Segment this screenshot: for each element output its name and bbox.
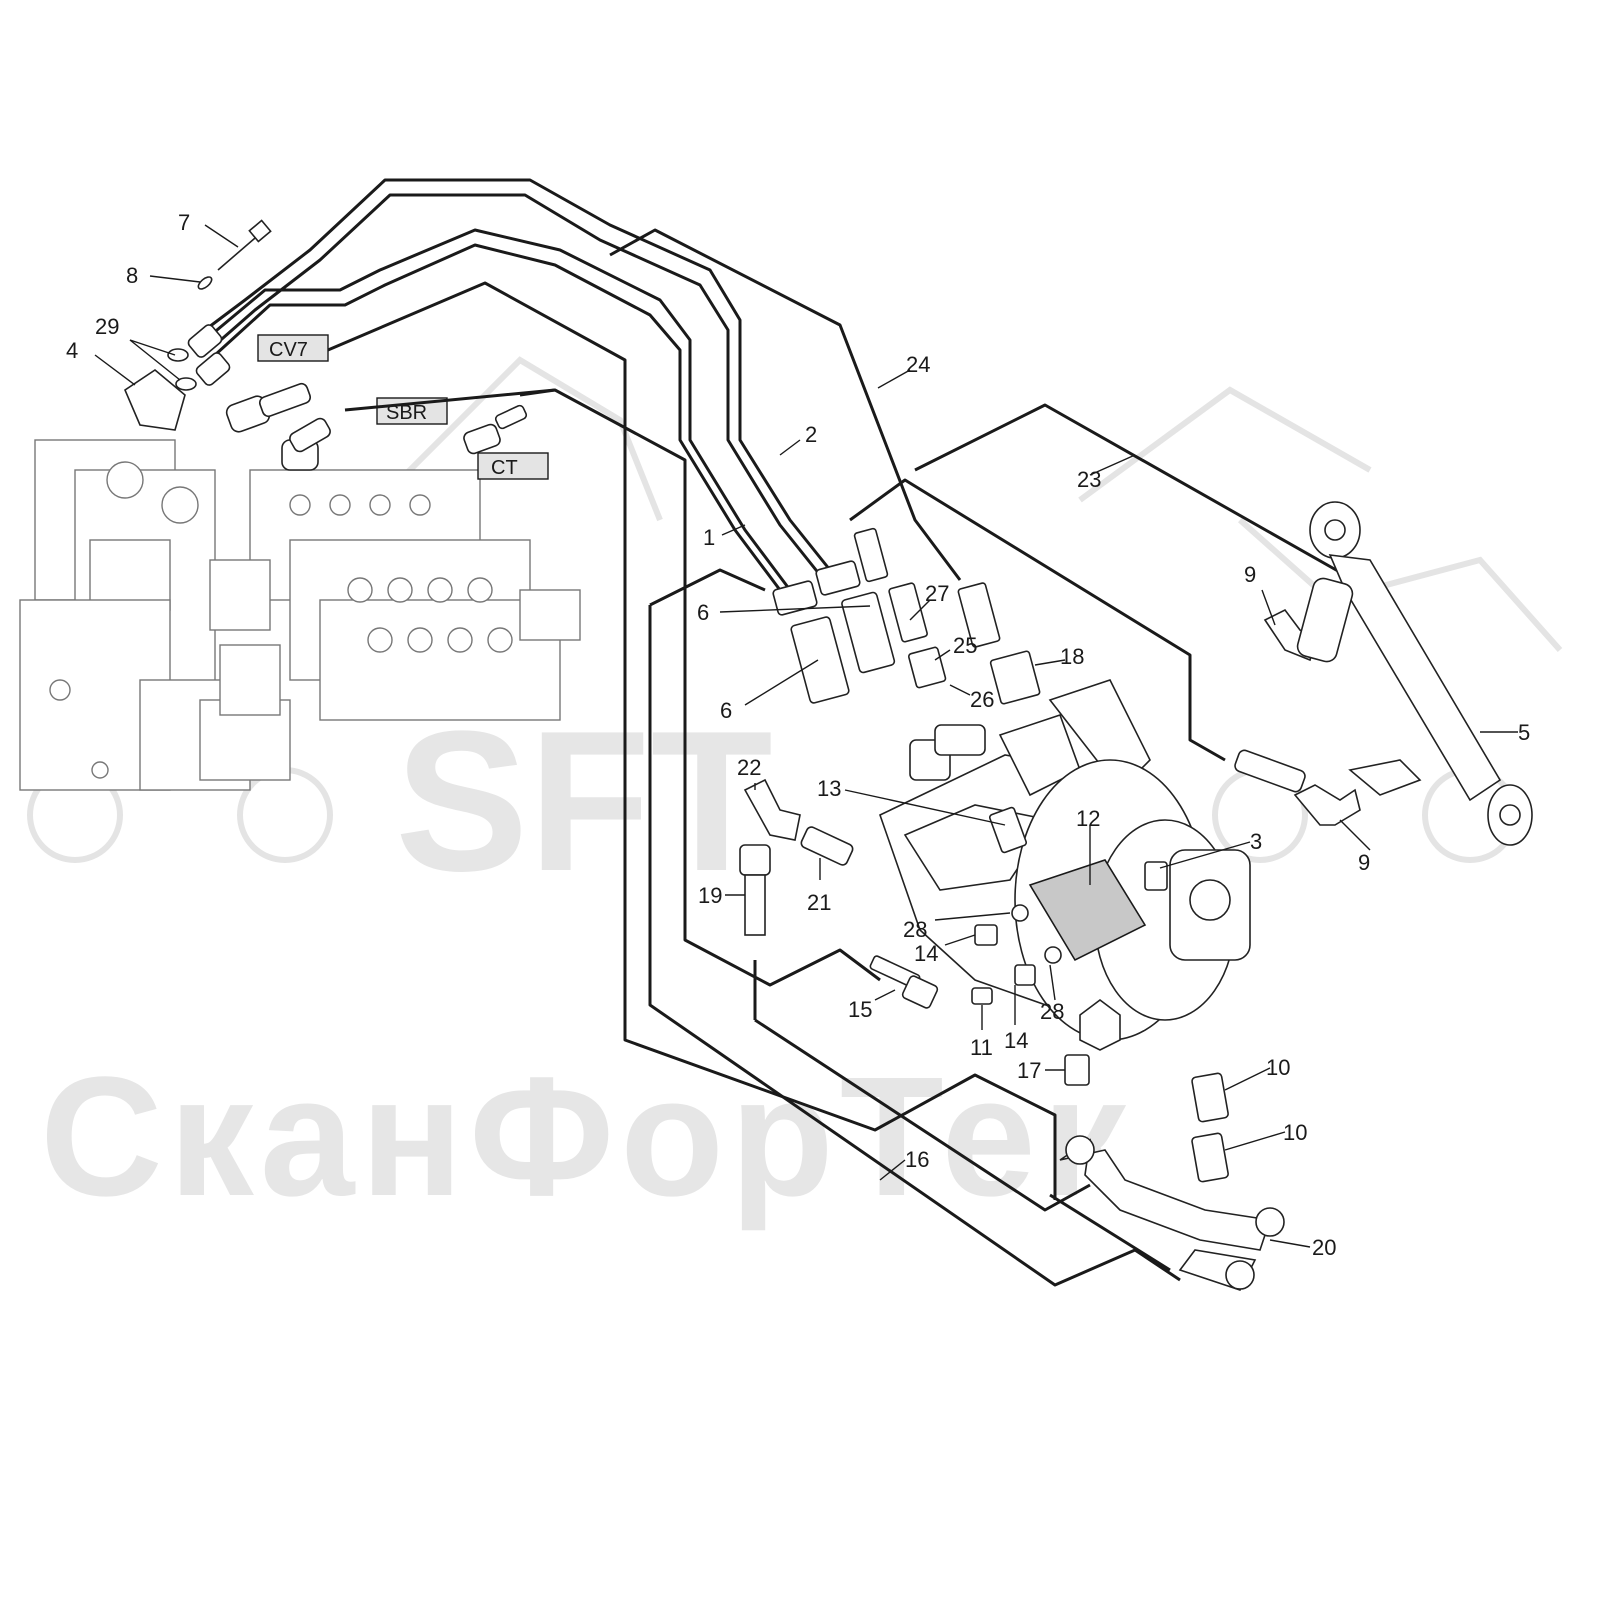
tag-ct: CT	[477, 452, 549, 480]
callout-11: 11	[970, 1035, 993, 1060]
callout-4: 4	[66, 338, 78, 363]
callout-2: 2	[805, 422, 817, 447]
control-valve-block	[19, 439, 581, 791]
callout-20: 20	[1312, 1235, 1336, 1260]
fitting-15	[869, 955, 939, 1009]
hose-1	[204, 228, 792, 591]
callout-22: 22	[737, 755, 761, 780]
callout-14b: 14	[1004, 1028, 1028, 1053]
washer-8	[197, 276, 213, 290]
callout-28a: 28	[903, 917, 927, 942]
callout-10a: 10	[1266, 1055, 1290, 1080]
callout-29: 29	[95, 314, 119, 339]
callout-23: 23	[1077, 467, 1101, 492]
tag-sbr-label: SBR	[386, 402, 427, 424]
schematic-lines	[327, 228, 1346, 1287]
callout-14a: 14	[914, 941, 938, 966]
callout-5: 5	[1518, 720, 1530, 745]
callout-8: 8	[126, 263, 138, 288]
hose-fittings	[187, 324, 1041, 705]
adapter-21	[800, 826, 854, 866]
callouts: 7 8 29 4 24 2 1 23 6 6 27 25 18 26 9 5 9…	[66, 210, 1530, 1260]
callout-25: 25	[953, 633, 977, 658]
callout-6a: 6	[697, 600, 709, 625]
callout-12: 12	[1076, 806, 1100, 831]
cover-plate-12	[1028, 859, 1147, 962]
callout-26: 26	[970, 687, 994, 712]
o-rings-29	[167, 348, 197, 391]
watermark-logo: SFT	[395, 690, 773, 913]
callout-9b: 9	[1358, 850, 1370, 875]
callout-28b: 28	[1040, 999, 1064, 1024]
fittings-10	[1191, 1072, 1229, 1183]
callout-24: 24	[906, 352, 930, 377]
bolt-7	[217, 219, 272, 271]
callout-17: 17	[1017, 1058, 1041, 1083]
callout-10b: 10	[1283, 1120, 1307, 1145]
cylinder-5	[1309, 501, 1533, 846]
tag-cv7-label: CV7	[269, 339, 308, 361]
callout-19: 19	[698, 883, 722, 908]
callout-27: 27	[925, 581, 949, 606]
callout-16: 16	[905, 1147, 929, 1172]
callout-15: 15	[848, 997, 872, 1022]
hose-assembly-lower	[1059, 1135, 1285, 1291]
hose-2b	[204, 178, 832, 576]
callout-1: 1	[703, 525, 715, 550]
elbow-9-lower	[1234, 749, 1361, 826]
watermark: SFT СканФорТек	[27, 356, 1563, 1232]
callout-7: 7	[178, 210, 190, 235]
adapter-19	[739, 844, 771, 936]
hose-2	[213, 243, 782, 591]
tag-ct-label: CT	[491, 457, 518, 479]
callout-6b: 6	[720, 698, 732, 723]
elbow-9-upper	[1263, 577, 1354, 663]
elbow-22	[743, 778, 801, 841]
bracket-23	[1348, 759, 1422, 796]
watermark-company: СканФорТек	[40, 1042, 1133, 1232]
callout-13: 13	[817, 776, 841, 801]
flange-4	[124, 369, 186, 431]
tag-cv7: CV7	[257, 334, 329, 362]
leader-lines	[94, 224, 1518, 1248]
callout-3: 3	[1250, 829, 1262, 854]
callout-9a: 9	[1244, 562, 1256, 587]
callout-18: 18	[1060, 644, 1084, 669]
callout-21: 21	[807, 890, 831, 915]
